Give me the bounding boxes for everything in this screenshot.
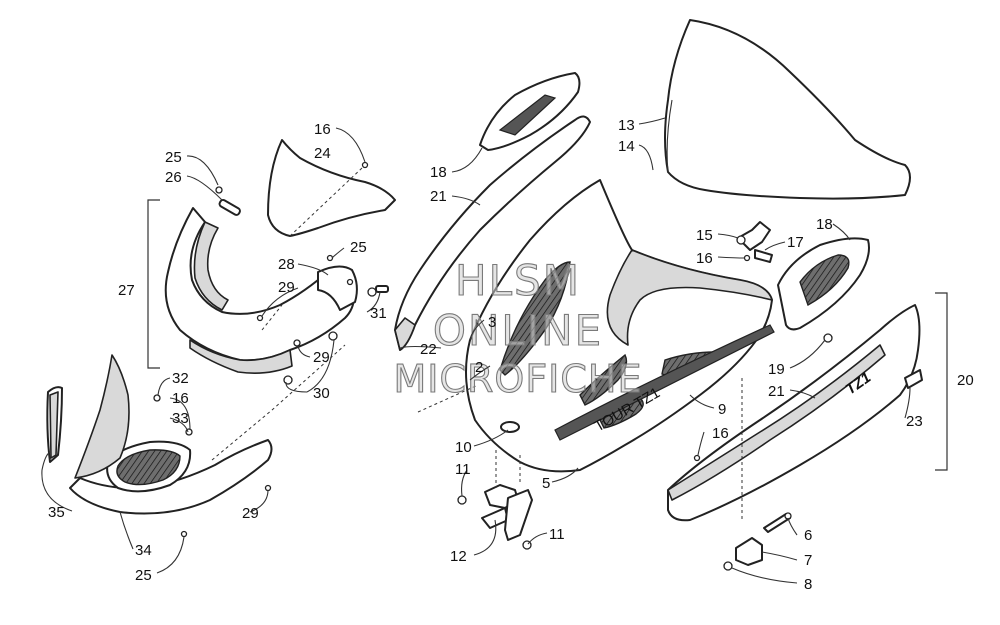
callout-25: 25 — [350, 239, 367, 256]
hood-brackets-12 — [457, 484, 533, 550]
trim-21-left — [394, 115, 591, 351]
callout-7: 7 — [804, 552, 812, 569]
callout-29: 29 — [313, 349, 330, 366]
callout-3: 3 — [488, 314, 496, 331]
callout-31: 31 — [370, 305, 387, 322]
callout-16: 16 — [696, 250, 713, 267]
callout-32: 32 — [172, 370, 189, 387]
callout-16: 16 — [314, 121, 331, 138]
callout-15: 15 — [696, 227, 713, 244]
callout-25: 25 — [135, 567, 152, 584]
hood-2: TOUR TZ1 — [465, 179, 775, 473]
callout-13: 13 — [618, 117, 635, 134]
callout-8: 8 — [804, 576, 812, 593]
callout-34: 34 — [135, 542, 152, 559]
callout-25: 25 — [165, 149, 182, 166]
watermark-line-1: HLSM — [455, 256, 581, 305]
callout-9: 9 — [718, 401, 726, 418]
side-panel-20: TZ1 — [667, 304, 923, 522]
watermark-line-3: MICROFICHE — [393, 357, 642, 401]
callout-17: 17 — [787, 234, 804, 251]
callout-numbers: 16 24 25 26 27 25 28 29 31 29 30 32 16 3… — [48, 117, 974, 593]
hardware-6-7-8 — [693, 454, 792, 571]
callout-33: 33 — [172, 410, 189, 427]
callout-14: 14 — [618, 138, 635, 155]
callout-26: 26 — [165, 169, 182, 186]
callout-21: 21 — [430, 188, 447, 205]
trim-18-right — [777, 237, 870, 331]
callout-20: 20 — [957, 372, 974, 389]
deflector-24 — [267, 139, 396, 237]
windshield-13 — [664, 19, 911, 200]
callout-24: 24 — [314, 145, 331, 162]
callout-12: 12 — [450, 548, 467, 565]
callout-11: 11 — [455, 461, 471, 478]
hardware-left — [215, 161, 389, 385]
callout-28: 28 — [278, 256, 295, 273]
callout-5: 5 — [542, 475, 550, 492]
callout-19: 19 — [768, 361, 785, 378]
callout-18: 18 — [430, 164, 447, 181]
watermark-line-2: ONLINE — [433, 306, 603, 355]
callout-2: 2 — [475, 359, 483, 376]
callout-18: 18 — [816, 216, 833, 233]
callout-10: 10 — [455, 439, 472, 456]
callout-23: 23 — [906, 413, 923, 430]
callout-22: 22 — [420, 341, 437, 358]
leader-lines — [41, 117, 911, 584]
trim-18-left — [479, 72, 581, 151]
callout-11: 11 — [549, 526, 565, 543]
callout-30: 30 — [313, 385, 330, 402]
callout-27: 27 — [118, 282, 135, 299]
callout-16: 16 — [712, 425, 729, 442]
bracket-15-17 — [736, 221, 773, 263]
watermark: HLSM ONLINE MICROFICHE — [393, 255, 642, 401]
callout-29: 29 — [242, 505, 259, 522]
callout-21: 21 — [768, 383, 785, 400]
callout-29: 29 — [278, 279, 295, 296]
callout-35: 35 — [48, 504, 65, 521]
callout-16: 16 — [172, 390, 189, 407]
callout-6: 6 — [804, 527, 812, 544]
belly-pan-34 — [46, 354, 273, 538]
lower-cowl-27 — [164, 207, 358, 374]
